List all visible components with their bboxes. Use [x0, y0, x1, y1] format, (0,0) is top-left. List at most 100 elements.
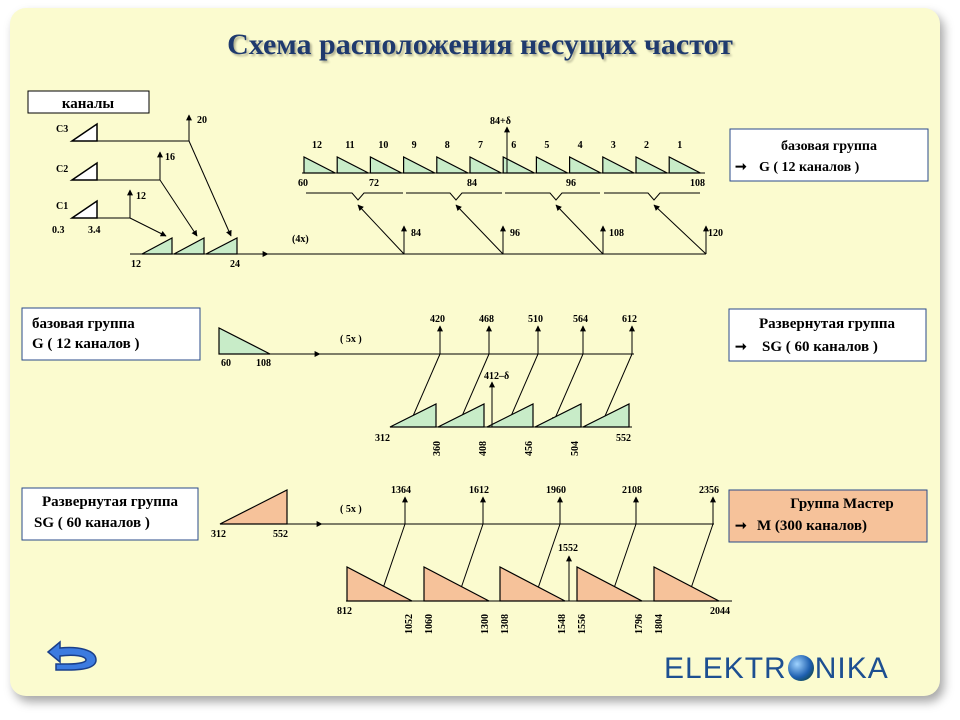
s3-output-title: Группа Мастер: [790, 496, 893, 512]
carrier-label: 510: [528, 314, 543, 325]
channel-c1-label: C1: [56, 201, 68, 212]
tick: 1804: [654, 614, 665, 634]
sg-triangle: [534, 403, 582, 428]
base-channel-triangle: [403, 156, 436, 174]
master-triangle: [346, 566, 413, 602]
s3-output-triangles: [346, 566, 720, 602]
s3-input-sub: SG ( 60 каналов ): [34, 515, 150, 531]
group-edge-12: 12: [131, 259, 141, 270]
tick: 552: [616, 433, 631, 444]
s2-input-title: базовая группа: [32, 316, 135, 332]
base-tick: 60: [298, 178, 308, 189]
tick: 1556: [577, 614, 588, 634]
s2-output-triangles: [389, 403, 630, 428]
arrow-icon: ➞: [735, 160, 747, 175]
carrier-label: 564: [573, 314, 588, 325]
carrier-top-16: 16: [165, 152, 175, 163]
tick: 1548: [557, 614, 568, 634]
s3-input-triangle: [219, 489, 288, 525]
base-channel-triangle: [668, 156, 701, 174]
s2-input-box: [21, 307, 201, 361]
carrier-label: 1612: [469, 485, 489, 496]
base-tick: 84: [467, 178, 477, 189]
s3-output-sub: M (300 каналов): [757, 518, 867, 534]
s2-edge-60: 60: [221, 358, 231, 369]
carrier-label: 1364: [391, 485, 411, 496]
marker-84d: 84+δ: [490, 116, 511, 127]
channel-number: 3: [611, 140, 616, 151]
tick: 504: [570, 441, 581, 456]
arrow-icon: ➞: [735, 340, 747, 355]
carrier-label: 2108: [622, 485, 642, 496]
tick: 1300: [480, 614, 491, 634]
s2-output-box: [728, 308, 927, 362]
base-channel-triangle: [369, 156, 402, 174]
base-channel-triangle: [336, 156, 369, 174]
s2-output-sub: SG ( 60 каналов ): [762, 339, 878, 355]
modulation-arrow: [458, 353, 490, 424]
carrier-label: 1960: [546, 485, 566, 496]
tick: 360: [432, 441, 443, 456]
base-channel-triangle: [602, 156, 635, 174]
carrier-top-20: 20: [197, 115, 207, 126]
s3-marker: 1552: [558, 543, 578, 554]
sg-triangle: [486, 403, 534, 428]
page-title: Схема расположения несущих частот: [227, 28, 733, 61]
s3-carriers: 1364 1612 1960 2108 2356: [378, 485, 719, 598]
base-tick: 72: [369, 178, 379, 189]
base-channel-triangle: [502, 156, 535, 174]
base-group-box-title: базовая группа: [781, 139, 877, 154]
carrier-label: 468: [479, 314, 494, 325]
base-channel-triangle: [535, 156, 568, 174]
master-triangle: [576, 566, 643, 602]
carrier-120: 120: [708, 228, 723, 239]
tick: 1060: [424, 614, 435, 634]
carriers-s1: [357, 204, 709, 255]
multiplier-s1: (4x): [292, 234, 309, 245]
tick: 1796: [634, 614, 645, 634]
group-edge-24: 24: [230, 259, 240, 270]
base-channel-triangle: [635, 156, 668, 174]
s2-multiplier: ( 5x ): [340, 334, 362, 345]
channel-number: 7: [478, 140, 483, 151]
channel-number: 1: [677, 140, 682, 151]
channel-number: 8: [445, 140, 450, 151]
channel-number: 10: [378, 140, 388, 151]
modulation-arrow: [686, 523, 714, 598]
tick: 1052: [404, 614, 415, 634]
s2-edge-108: 108: [256, 358, 271, 369]
modulation-arrow: [609, 523, 637, 598]
s3-output-box: [728, 489, 928, 543]
back-arrow-icon[interactable]: [38, 640, 102, 674]
master-triangle: [423, 566, 490, 602]
carrier-label: 2356: [699, 485, 719, 496]
master-triangle: [653, 566, 720, 602]
channel-number: 5: [544, 140, 549, 151]
base-channel-triangle: [568, 156, 602, 174]
channel-c2: C2: [56, 161, 98, 181]
s2-input-triangle: [218, 327, 271, 355]
arrow-icon: ➞: [735, 519, 747, 534]
base-tick: 96: [566, 178, 576, 189]
channel-number: 2: [644, 140, 649, 151]
band-edge-low: 0.3: [52, 225, 65, 236]
channels-label-box: [27, 90, 150, 114]
sg-triangle: [389, 403, 437, 428]
sg-triangle: [582, 403, 630, 428]
s2-input-sub: G ( 12 каналов ): [32, 336, 140, 352]
modulation-arrow: [507, 353, 539, 424]
carrier-label: 420: [430, 314, 445, 325]
tick: 812: [337, 606, 352, 617]
modulation-arrow: [533, 523, 561, 598]
s3-input-box: [21, 487, 199, 541]
master-triangle: [499, 566, 566, 602]
base-channel-triangle: [436, 156, 469, 174]
channel-number: 9: [412, 140, 417, 151]
